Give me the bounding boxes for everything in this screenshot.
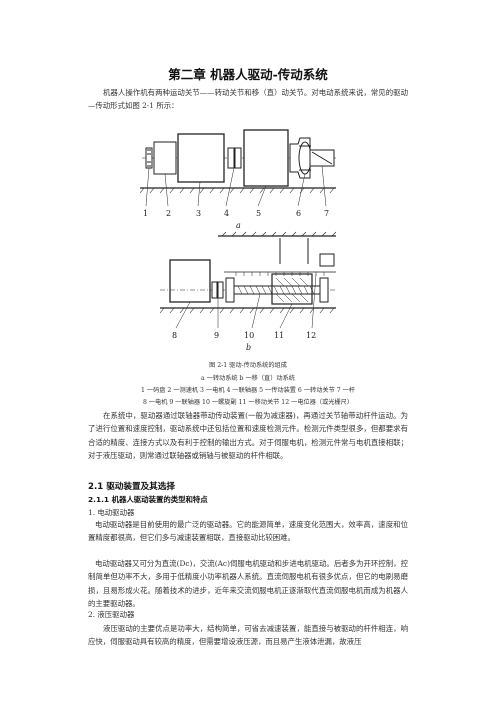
figure-caption: 图 2-1 驱动-传动系统的组成 bbox=[209, 362, 287, 369]
electric-drive-types-paragraph: 电动驱动器又可分为直流(Dc)，交流(Ac)伺服电机驱动和步进电机驱动。后者多为… bbox=[88, 559, 408, 609]
label-3: 3 bbox=[196, 209, 201, 218]
system-description-paragraph: 在系统中，驱动器通过联轴器带动传动装置(一般为减速器)，再通过关节轴带动杆件运动… bbox=[88, 411, 408, 461]
subsection-heading: 2.1.1 机器人驱动装置的类型和特点 bbox=[88, 495, 208, 504]
figure-subcaption: a 一转动系统 b 一移（直）动系统 bbox=[201, 375, 295, 382]
figure-2-1: 1 2 3 4 5 6 7 a bbox=[140, 124, 340, 360]
hydraulic-drive-paragraph: 液压驱动的主要优点是功率大，结构简单，可省去减速装置，能直接与被驱动的杆件相连，… bbox=[88, 624, 408, 647]
label-9: 9 bbox=[214, 331, 219, 340]
section-heading: 2.1 驱动装置及其选择 bbox=[88, 482, 175, 492]
label-8: 8 bbox=[172, 331, 177, 340]
figure-legend-line-2: 8 一电机 9 一联轴器 10 一螺旋副 11 一移动关节 12 一电位器（或光… bbox=[142, 399, 354, 406]
label-11: 11 bbox=[274, 331, 284, 340]
label-4: 4 bbox=[224, 209, 229, 218]
label-1: 1 bbox=[143, 209, 148, 218]
label-2: 2 bbox=[166, 209, 171, 218]
label-5: 5 bbox=[256, 209, 261, 218]
label-10: 10 bbox=[244, 331, 254, 340]
rotary-system-drawing bbox=[140, 129, 336, 207]
intro-paragraph: 机器人操作机有两种运动关节——转动关节和移（直）动关节。对电动系统来说，常见的驱… bbox=[88, 88, 408, 111]
subfigure-b-label: b bbox=[246, 343, 251, 352]
label-7: 7 bbox=[324, 209, 329, 218]
item-hydraulic-drive: 2. 液压驱动器 bbox=[88, 610, 135, 619]
drive-system-diagram: 1 2 3 4 5 6 7 a bbox=[140, 129, 337, 352]
chapter-title: 第二章 机器人驱动-传动系统 bbox=[168, 67, 328, 82]
linear-system-drawing bbox=[159, 231, 337, 329]
item-electric-drive: 1. 电动驱动器 bbox=[88, 508, 135, 517]
figure-legend-line-1: 1 一码盘 2 一测速机 3 一电机 4 一联轴器 5 一传动装置 6 一转动关… bbox=[141, 387, 355, 394]
label-6: 6 bbox=[296, 209, 301, 218]
subfigure-a-label: a bbox=[236, 221, 241, 230]
label-12: 12 bbox=[306, 331, 316, 340]
electric-drive-paragraph: 电动驱动器是目前使用的最广泛的驱动器。它的能源简单，速度变化范围大，效率高，速度… bbox=[88, 520, 408, 543]
